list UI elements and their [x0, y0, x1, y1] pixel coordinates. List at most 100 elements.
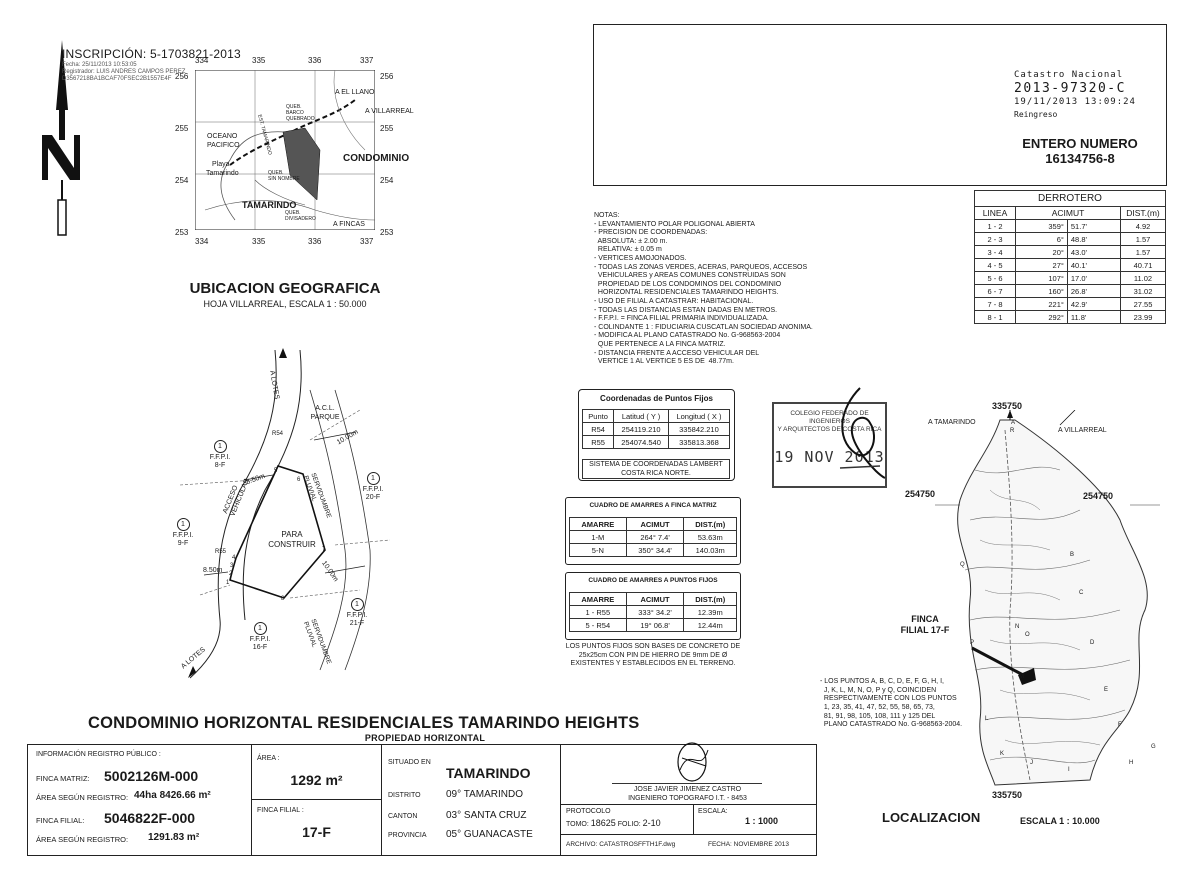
inscripcion-registrador: Registrador: LUIS ANDRES CAMPOS PEREZ	[62, 69, 186, 75]
canton-label: CANTON	[388, 813, 418, 820]
catastro-box	[593, 24, 1167, 186]
map-right-tick-253: 253	[380, 228, 394, 237]
plot-vertex-1: 1	[226, 580, 230, 586]
situado-value: TAMARINDO	[446, 765, 531, 781]
map-right-tick-254: 254	[380, 176, 394, 185]
plot-vertex-2: 2	[229, 571, 233, 577]
note-line: ABSOLUTA: ± 2.00 m.	[594, 237, 668, 245]
loc-point-a: A	[1011, 420, 1016, 426]
area-registro-value-1: 44ha 8426.66 m²	[134, 790, 211, 801]
protocolo-values: TOMO: 18625 FOLIO: 2-10	[566, 818, 661, 828]
map-right-tick-256: 256	[380, 72, 394, 81]
neighbor-21f: 1 F.F.P.I.21-F	[337, 598, 377, 628]
coordenadas-box	[578, 389, 735, 481]
map-label-oceano: OCEANO	[207, 133, 238, 140]
amarres-fijos-note: LOS PUNTOS FIJOS SON BASES DE CONCRETO D…	[565, 643, 741, 667]
plot-vertex-8: 8	[281, 596, 285, 602]
note-line: RELATIVA: ± 0.05 m	[594, 246, 662, 254]
location-map-title: UBICACION GEOGRAFICA	[189, 280, 381, 297]
loc-point-i: I	[1068, 767, 1070, 773]
loc-point-h: H	[1129, 760, 1134, 766]
stamp-date: 19 NOV 2013	[774, 448, 885, 466]
localizacion-scale: ESCALA 1 : 10.000	[1020, 816, 1100, 826]
loc-point-j: J	[1030, 760, 1033, 766]
loc-point-e: E	[1104, 687, 1109, 693]
plot-vertex-4: 4	[232, 555, 236, 561]
loc-left-coord: 254750	[905, 489, 936, 499]
plot-vertex-5: 5	[274, 468, 278, 474]
note-line: - COLINDANTE 1 : FIDUCIARIA CUSCATLAN SO…	[594, 323, 813, 331]
area-registro-value-2: 1291.83 m²	[148, 832, 200, 843]
area-value: 1292 m²	[290, 772, 343, 788]
amarres-fijos-box	[565, 572, 741, 640]
neighbor-8f: 1 F.F.P.I.8-F	[200, 440, 240, 470]
coordenadas-title: Coordenadas de Puntos Fijos	[600, 394, 713, 403]
plot-vertex-7: 7	[322, 547, 326, 553]
loc-point-l: L	[985, 716, 989, 722]
plot-r55: R55	[215, 549, 227, 555]
catastro-label: Catastro Nacional	[1014, 70, 1124, 80]
map-right-tick-255: 255	[380, 124, 394, 133]
note-line: PROPIEDAD DE LOS CONDOMINOS DEL CONDOMIN…	[594, 280, 782, 288]
provincia-value: 05° GUANACASTE	[446, 829, 533, 840]
amarres-matriz-box	[565, 497, 741, 565]
neighbor-16f: 1 F.F.P.I.16-F	[240, 622, 280, 652]
plot-acl-parque: A.C.L.PARQUE	[310, 405, 340, 421]
loc-point-k: K	[1000, 751, 1005, 757]
map-left-tick-253: 253	[175, 228, 189, 237]
note-line: VERTICE 1 AL VERTICE 5 ES DE 48.77m.	[594, 358, 734, 366]
distrito-value: 09° TAMARINDO	[446, 789, 523, 800]
plot-r54: R54	[272, 431, 284, 437]
title-block	[27, 744, 817, 856]
map-label-playa: Playa	[212, 161, 230, 168]
map-label-queb-divisadero: QUEB.DIVISADERO	[285, 210, 316, 222]
finca-matriz-value: 5002126M-000	[104, 768, 199, 784]
location-map	[195, 70, 375, 230]
plot-drawing	[179, 348, 391, 679]
distrito-label: DISTRITO	[388, 792, 421, 799]
project-title: CONDOMINIO HORIZONTAL RESIDENCIALES TAMA…	[88, 714, 640, 732]
filial-label: FINCA FILIAL :	[257, 807, 304, 814]
loc-point-b: B	[1070, 552, 1075, 558]
catastro-status: Reingreso	[1014, 110, 1058, 119]
map-label-a-fincas: A FINCAS	[333, 221, 365, 228]
area-label: ÁREA :	[257, 755, 280, 762]
provincia-label: PROVINCIA	[388, 832, 427, 839]
localizacion-title: LOCALIZACION	[882, 810, 981, 825]
note-line: - PRECISION DE COORDENADAS:	[594, 229, 708, 237]
loc-point-o: O	[1025, 632, 1030, 638]
note-line: - F.F.P.I. = FINCA FILIAL PRIMARIA INDIV…	[594, 315, 769, 323]
loc-point-c: C	[1079, 590, 1084, 596]
loc-point-d: D	[1090, 640, 1095, 646]
inscripcion-title: INSCRIPCIÓN: 5-1703821-2013	[62, 47, 241, 61]
escala-value: 1 : 1000	[745, 816, 779, 826]
situado-label: SITUADO EN	[388, 759, 431, 766]
catastro-datetime: 19/11/2013 13:09:24	[1014, 97, 1136, 107]
loc-point-n: N	[1015, 624, 1020, 630]
map-label-condominio: CONDOMINIO	[343, 153, 410, 164]
colegio-stamp: COLEGIO FEDERADO DE INGENIEROS Y ARQUITE…	[772, 402, 887, 488]
amarres-matriz-title: CUADRO DE AMARRES A FINCA MATRIZ	[589, 502, 717, 509]
map-label-pacifico: PACIFICO	[207, 142, 240, 149]
inscripcion-fecha: Fecha: 25/11/2013 10:53:05	[62, 62, 137, 68]
map-left-tick-254: 254	[175, 176, 189, 185]
loc-top-coord: 335750	[992, 401, 1023, 411]
signature-mark	[839, 387, 886, 479]
info-label: INFORMACIÓN REGISTRO PÚBLICO :	[36, 751, 161, 758]
amarres-fijos-title: CUADRO DE AMARRES A PUNTOS FIJOS	[588, 577, 718, 584]
location-map-subtitle: HOJA VILLARREAL, ESCALA 1 : 50.000	[203, 299, 367, 309]
note-line: - USO DE FILIAL A CATASTRAR: HABITACIONA…	[594, 297, 754, 305]
note-line: - TODAS LAS DISTANCIAS ESTAN DADAS EN ME…	[594, 306, 778, 314]
loc-point-g: G	[1151, 744, 1156, 750]
escala-label: ESCALA:	[698, 808, 728, 815]
